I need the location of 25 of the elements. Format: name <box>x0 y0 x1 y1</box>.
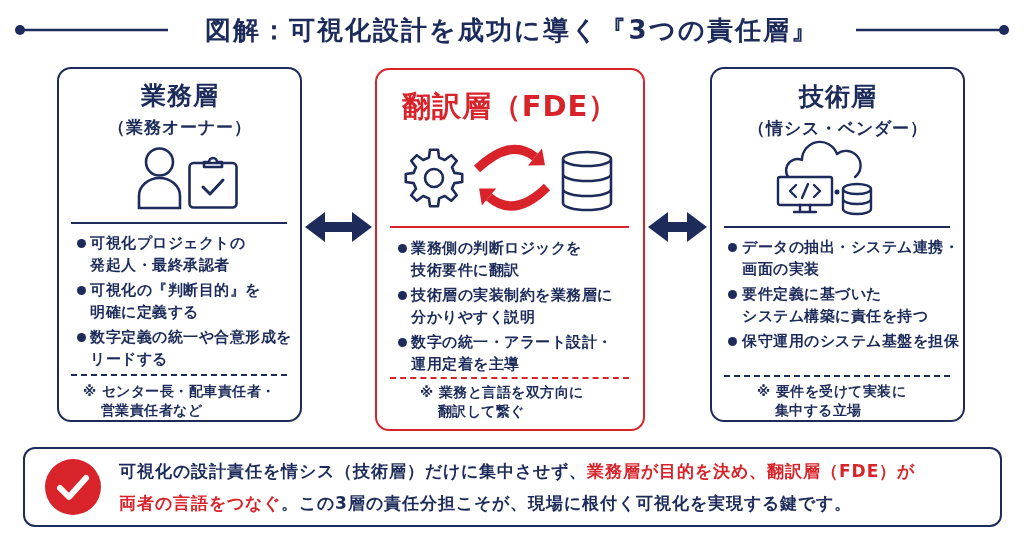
card-subheading: （情シス・ベンダー） <box>747 118 928 138</box>
bullet-text: 可視化の『判断目的』を明確に定義する <box>90 281 261 321</box>
card-heading: 技術層 <box>798 82 877 111</box>
bullet-text: 可視化プロジェクトの発起人・最終承認者 <box>90 234 245 274</box>
bullet-text: 数字定義の統一や合意形成をリードする <box>90 328 292 368</box>
summary-box <box>23 447 1002 527</box>
card-heading: 翻訳層（FDE） <box>401 89 619 123</box>
note-text: ※ センター長・配車責任者・営業責任者など <box>83 383 276 418</box>
diagram-title: 図解：可視化設計を成功に導く『3つの責任層』 <box>205 14 819 47</box>
double-arrow <box>305 212 372 242</box>
bullet-text: 業務側の判断ロジックを技術要件に翻訳 <box>411 239 582 279</box>
double-arrow <box>648 212 707 242</box>
summary-text: 可視化の設計責任を情シス（技術層）だけに集中させず、業務層が目的を決め、翻訳層（FDE）が両者の言語をつなぐ。この3層の責任分担こそが、現場に根付く可視化を実現する鍵です。 <box>119 461 916 513</box>
bullet-text: 要件定義に基づいたシステム構築に責任を持つ <box>742 285 928 325</box>
card-heading: 業務層 <box>140 81 219 110</box>
bullet-text: 保守運用のシステム基盤を担保 <box>742 332 959 350</box>
bullet-text: 数字の統一・アラート設計・運用定着を主導 <box>411 333 613 373</box>
card-subheading: （業務オーナー） <box>107 117 252 137</box>
layer-card <box>710 67 965 422</box>
layer-card <box>57 67 302 422</box>
bullet-text: 技術層の実装制約を業務層に分かりやすく説明 <box>411 286 613 326</box>
bullet-text: データの抽出・システム連携・画面の実装 <box>742 238 959 278</box>
note-text: ※ 要件を受けて実装に集中する立場 <box>757 383 907 418</box>
note-text: ※ 業務と言語を双方向に翻訳して繋ぐ <box>420 384 584 419</box>
layer-card <box>375 68 645 431</box>
